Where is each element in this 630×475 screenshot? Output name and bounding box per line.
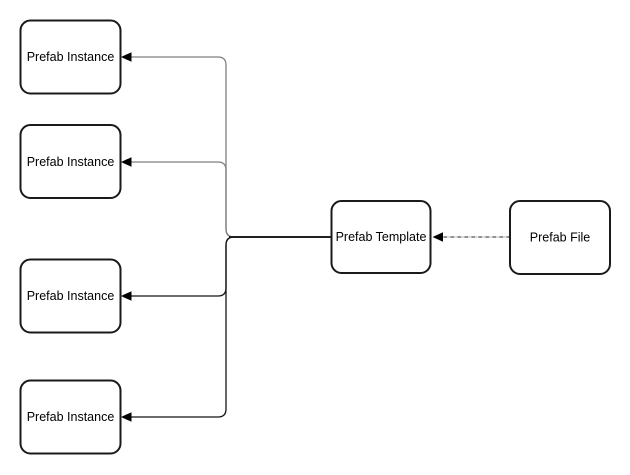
node-prefab-file-box	[509, 200, 611, 275]
node-prefab-instance-4-label: Prefab Instance	[27, 410, 115, 424]
arrowhead-instance-2	[121, 157, 132, 167]
node-prefab-instance-4: Prefab Instance	[19, 379, 122, 455]
node-prefab-file-label: Prefab File	[530, 231, 590, 245]
arrowhead-instance-3	[121, 291, 132, 301]
edge-template-to-instance-2	[131, 161, 331, 238]
node-prefab-instance-1-box	[19, 19, 122, 95]
node-prefab-instance-2-label: Prefab Instance	[27, 155, 115, 169]
arrowhead-instance-1	[121, 52, 132, 62]
node-prefab-instance-2-box	[19, 124, 122, 199]
node-prefab-instance-3-box	[19, 258, 122, 334]
node-prefab-instance-2: Prefab Instance	[19, 124, 122, 199]
arrowhead-template	[432, 232, 443, 242]
node-prefab-instance-1-label: Prefab Instance	[27, 50, 115, 64]
node-prefab-instance-4-box	[19, 379, 122, 455]
node-prefab-instance-1: Prefab Instance	[19, 19, 122, 95]
node-prefab-template-box	[330, 200, 432, 274]
edge-template-to-instance-3	[131, 236, 331, 297]
node-prefab-instance-3: Prefab Instance	[19, 258, 122, 334]
node-prefab-file: Prefab File	[509, 200, 611, 275]
node-prefab-template: Prefab Template	[330, 200, 432, 274]
node-prefab-instance-3-label: Prefab Instance	[27, 289, 115, 303]
edge-template-to-instance-1	[131, 56, 331, 238]
edge-template-to-instance-4	[131, 236, 331, 418]
arrowhead-instance-4	[121, 412, 132, 422]
node-prefab-template-label: Prefab Template	[336, 230, 427, 244]
